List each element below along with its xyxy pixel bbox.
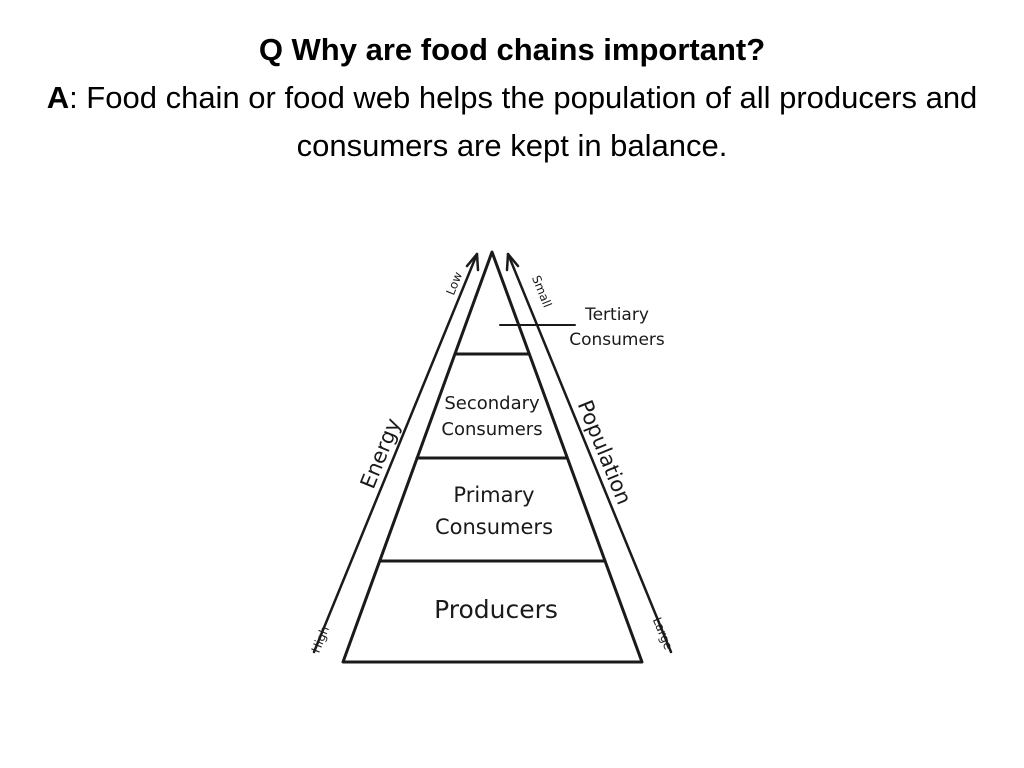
tertiary-label-line1: Tertiary: [584, 305, 649, 325]
energy-high-label: High: [309, 624, 332, 655]
producers-label: Producers: [434, 595, 558, 624]
population-large-label: Large: [650, 615, 676, 652]
population-small-label: Small: [529, 273, 554, 309]
tertiary-label-line2: Consumers: [569, 330, 665, 350]
answer-prefix: A: [46, 80, 70, 115]
primary-label-line2: Consumers: [435, 515, 553, 539]
question-text: Q Why are food chains important?: [258, 32, 766, 67]
answer-text: A: Food chain or food web helps the popu…: [40, 74, 984, 170]
secondary-label-line1: Secondary: [444, 393, 540, 414]
slide-title: Q Why are food chains important? A: Food…: [40, 26, 984, 170]
population-arrow-head: [505, 252, 520, 272]
energy-axis-label: Energy: [356, 415, 406, 492]
answer-body: : Food chain or food web helps the popul…: [69, 80, 978, 163]
energy-arrow-line: [312, 252, 479, 654]
population-arrow-line: [506, 252, 673, 654]
secondary-label-line2: Consumers: [441, 419, 542, 440]
energy-arrow-head: [465, 252, 480, 272]
primary-label-line1: Primary: [453, 483, 534, 507]
